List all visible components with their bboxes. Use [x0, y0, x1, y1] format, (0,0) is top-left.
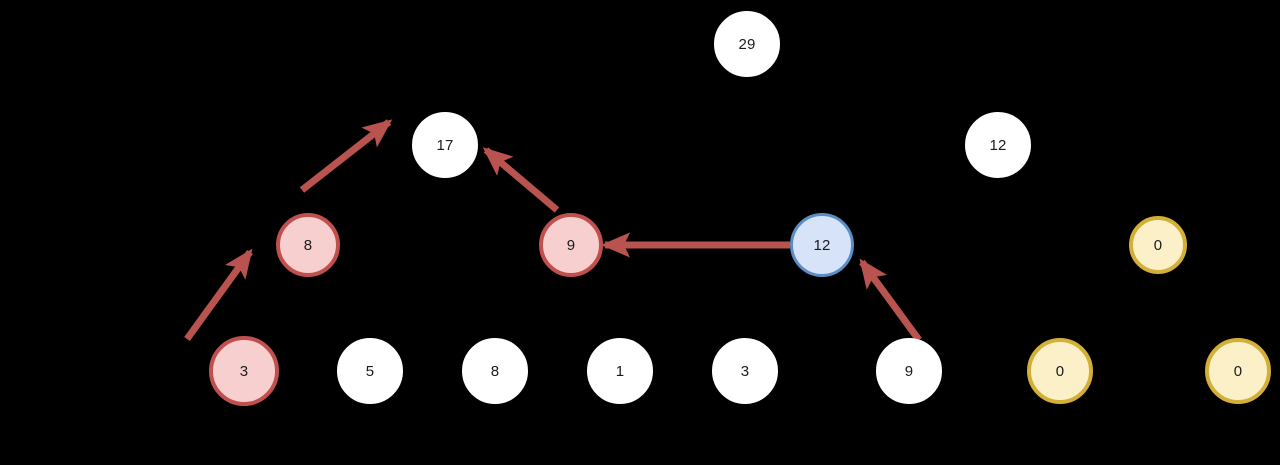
graph-node-label: 0: [1233, 362, 1243, 380]
graph-node-label: 12: [813, 236, 831, 254]
graph-edge-e1: [184, 248, 253, 342]
graph-node-n0b[interactable]: 0: [1027, 338, 1093, 404]
graph-node-n1[interactable]: 1: [587, 338, 653, 404]
graph-node-n0c[interactable]: 0: [1205, 338, 1271, 404]
graph-node-n3[interactable]: 3: [712, 338, 778, 404]
graph-node-n12c[interactable]: 12: [790, 213, 854, 277]
graph-node-n8h[interactable]: 8: [276, 213, 340, 277]
graph-node-n17[interactable]: 17: [412, 112, 478, 178]
graph-node-n9[interactable]: 9: [876, 338, 942, 404]
graph-node-label: 3: [740, 362, 750, 380]
graph-node-n9h[interactable]: 9: [539, 213, 603, 277]
graph-node-label: 9: [566, 236, 576, 254]
graph-edge-e3: [482, 147, 560, 213]
graph-node-n0a[interactable]: 0: [1129, 216, 1187, 274]
graph-node-label: 8: [490, 362, 500, 380]
graph-node-n29[interactable]: 29: [714, 11, 780, 77]
graph-node-label: 9: [904, 362, 914, 380]
graph-node-n5[interactable]: 5: [337, 338, 403, 404]
graph-node-label: 1: [615, 362, 625, 380]
graph-node-label: 5: [365, 362, 375, 380]
graph-node-label: 0: [1055, 362, 1065, 380]
graph-node-n12t[interactable]: 12: [965, 112, 1031, 178]
graph-node-n3h[interactable]: 3: [209, 336, 279, 406]
graph-node-label: 12: [989, 136, 1007, 154]
graph-node-label: 3: [239, 362, 249, 380]
graph-edge-e5: [859, 258, 922, 343]
graph-node-n8[interactable]: 8: [462, 338, 528, 404]
graph-edge-e2: [299, 119, 393, 193]
graph-node-label: 29: [738, 35, 756, 53]
graph-node-label: 8: [303, 236, 313, 254]
graph-node-label: 17: [436, 136, 454, 154]
graph-node-label: 0: [1153, 236, 1163, 254]
